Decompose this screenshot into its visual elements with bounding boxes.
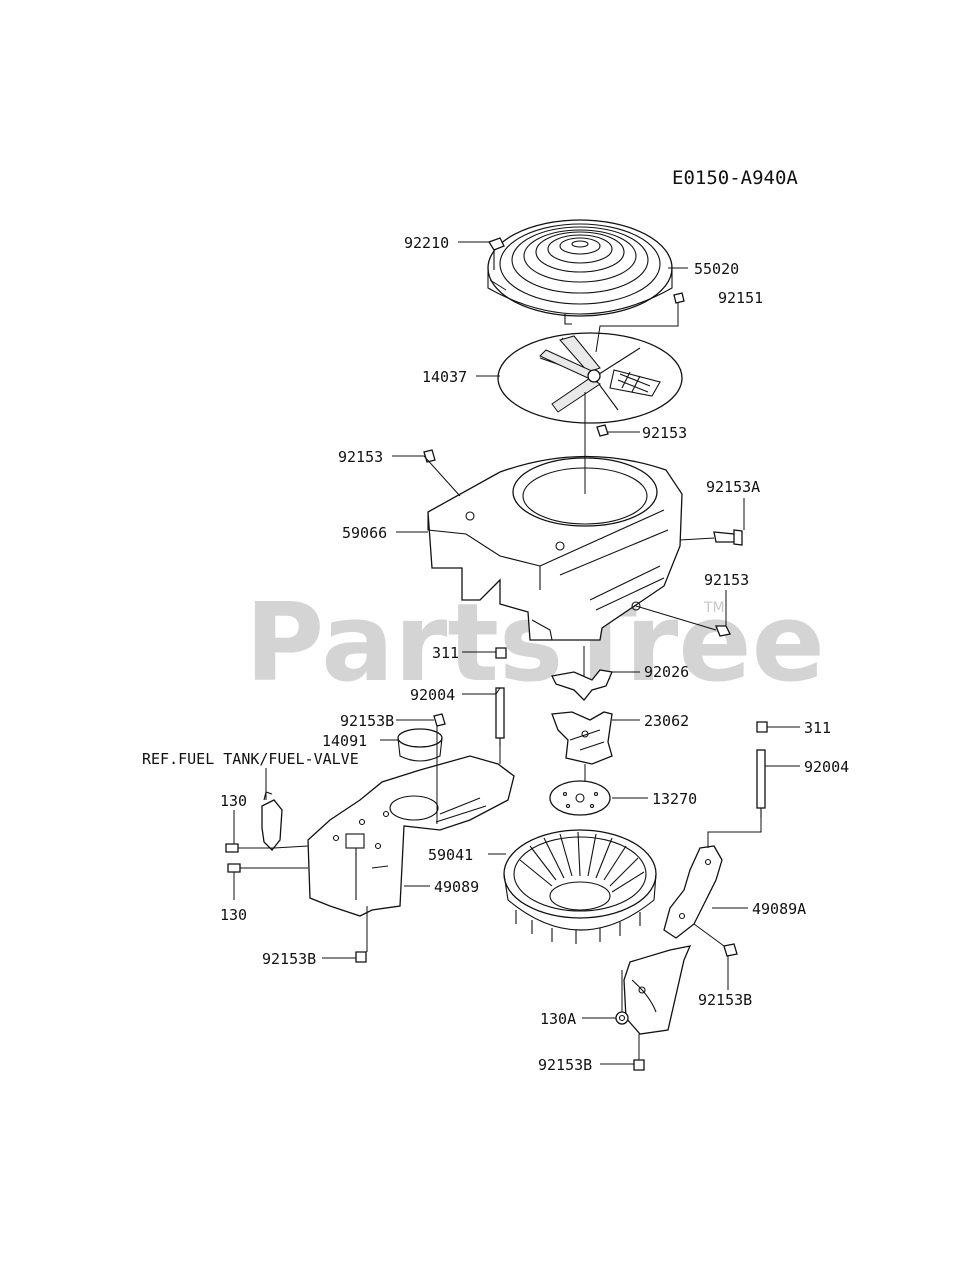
part-bracket-92026[interactable] [551,669,613,701]
part-nut-92210[interactable] [488,237,505,270]
part-bolt-92153B-upper[interactable] [433,713,446,727]
part-baffle-49089[interactable] [307,755,515,917]
part-bolt-92153-top[interactable] [596,424,609,437]
part-bolt-92153A[interactable] [713,529,743,546]
part-plate-13270[interactable] [549,780,611,816]
part-nut-311-right[interactable] [756,721,768,733]
leader-lines [233,241,800,1065]
callout-23062[interactable]: 23062 [644,712,689,730]
part-bolt-92153B-lower-left[interactable] [355,951,367,963]
part-nut-311-left[interactable] [495,647,507,659]
part-plate-14037[interactable] [497,332,683,424]
callout-92153B-lower-left[interactable]: 92153B [262,950,316,968]
part-stud-92004-left[interactable] [495,687,505,746]
callout-92004-right[interactable]: 92004 [804,758,849,776]
callout-92210[interactable]: 92210 [404,234,449,252]
part-bracket-ref-fuel[interactable] [261,791,283,851]
callout-130-upper[interactable]: 130 [220,792,247,810]
part-collar-14091[interactable] [397,728,443,762]
part-bolt-92153-right[interactable] [715,625,731,637]
part-bolt-92153-left[interactable] [423,449,436,463]
callout-130A[interactable]: 130A [540,1010,576,1028]
part-bolt-130-lower[interactable] [227,863,241,873]
callout-92153A[interactable]: 92153A [706,478,760,496]
callout-14037[interactable]: 14037 [422,368,467,386]
callout-92026[interactable]: 92026 [644,663,689,681]
part-bolt-92151[interactable] [673,292,685,304]
callout-14091[interactable]: 14091 [322,732,367,750]
part-baffle-49089A[interactable] [663,845,723,939]
part-washer-130A[interactable] [615,1011,629,1025]
callout-311-right[interactable]: 311 [804,719,831,737]
callout-92153B-right[interactable]: 92153B [698,991,752,1009]
callout-55020[interactable]: 55020 [694,260,739,278]
callout-92153B-upper[interactable]: 92153B [340,712,394,730]
callout-92151[interactable]: 92151 [718,289,763,307]
callout-92004-left[interactable]: 92004 [410,686,455,704]
part-screen-55020[interactable] [487,219,673,325]
part-flywheel-59041[interactable] [503,829,657,944]
callout-59041[interactable]: 59041 [428,846,473,864]
callout-311-left[interactable]: 311 [432,644,459,662]
callout-49089[interactable]: 49089 [434,878,479,896]
callout-92153-left[interactable]: 92153 [338,448,383,466]
callout-49089A[interactable]: 49089A [752,900,806,918]
part-cover-lower-right[interactable] [623,945,692,1035]
callout-92153B-bottom[interactable]: 92153B [538,1056,592,1074]
diagram-code: E0150-A940A [672,167,798,189]
callout-92153-right[interactable]: 92153 [704,571,749,589]
watermark-trademark: TM [703,600,725,616]
callout-13270[interactable]: 13270 [652,790,697,808]
part-bolt-130-upper[interactable] [225,843,239,853]
callout-59066[interactable]: 59066 [342,524,387,542]
callout-ref-fuel-tank-valve[interactable]: REF.FUEL TANK/FUEL-VALVE [142,750,359,768]
part-stud-92004-right[interactable] [756,749,766,818]
part-bracket-23062[interactable] [551,711,613,765]
part-bolt-92153B-right[interactable] [723,943,738,957]
callout-92153-top[interactable]: 92153 [642,424,687,442]
callout-130-lower[interactable]: 130 [220,906,247,924]
part-bolt-92153B-bottom[interactable] [633,1059,645,1071]
